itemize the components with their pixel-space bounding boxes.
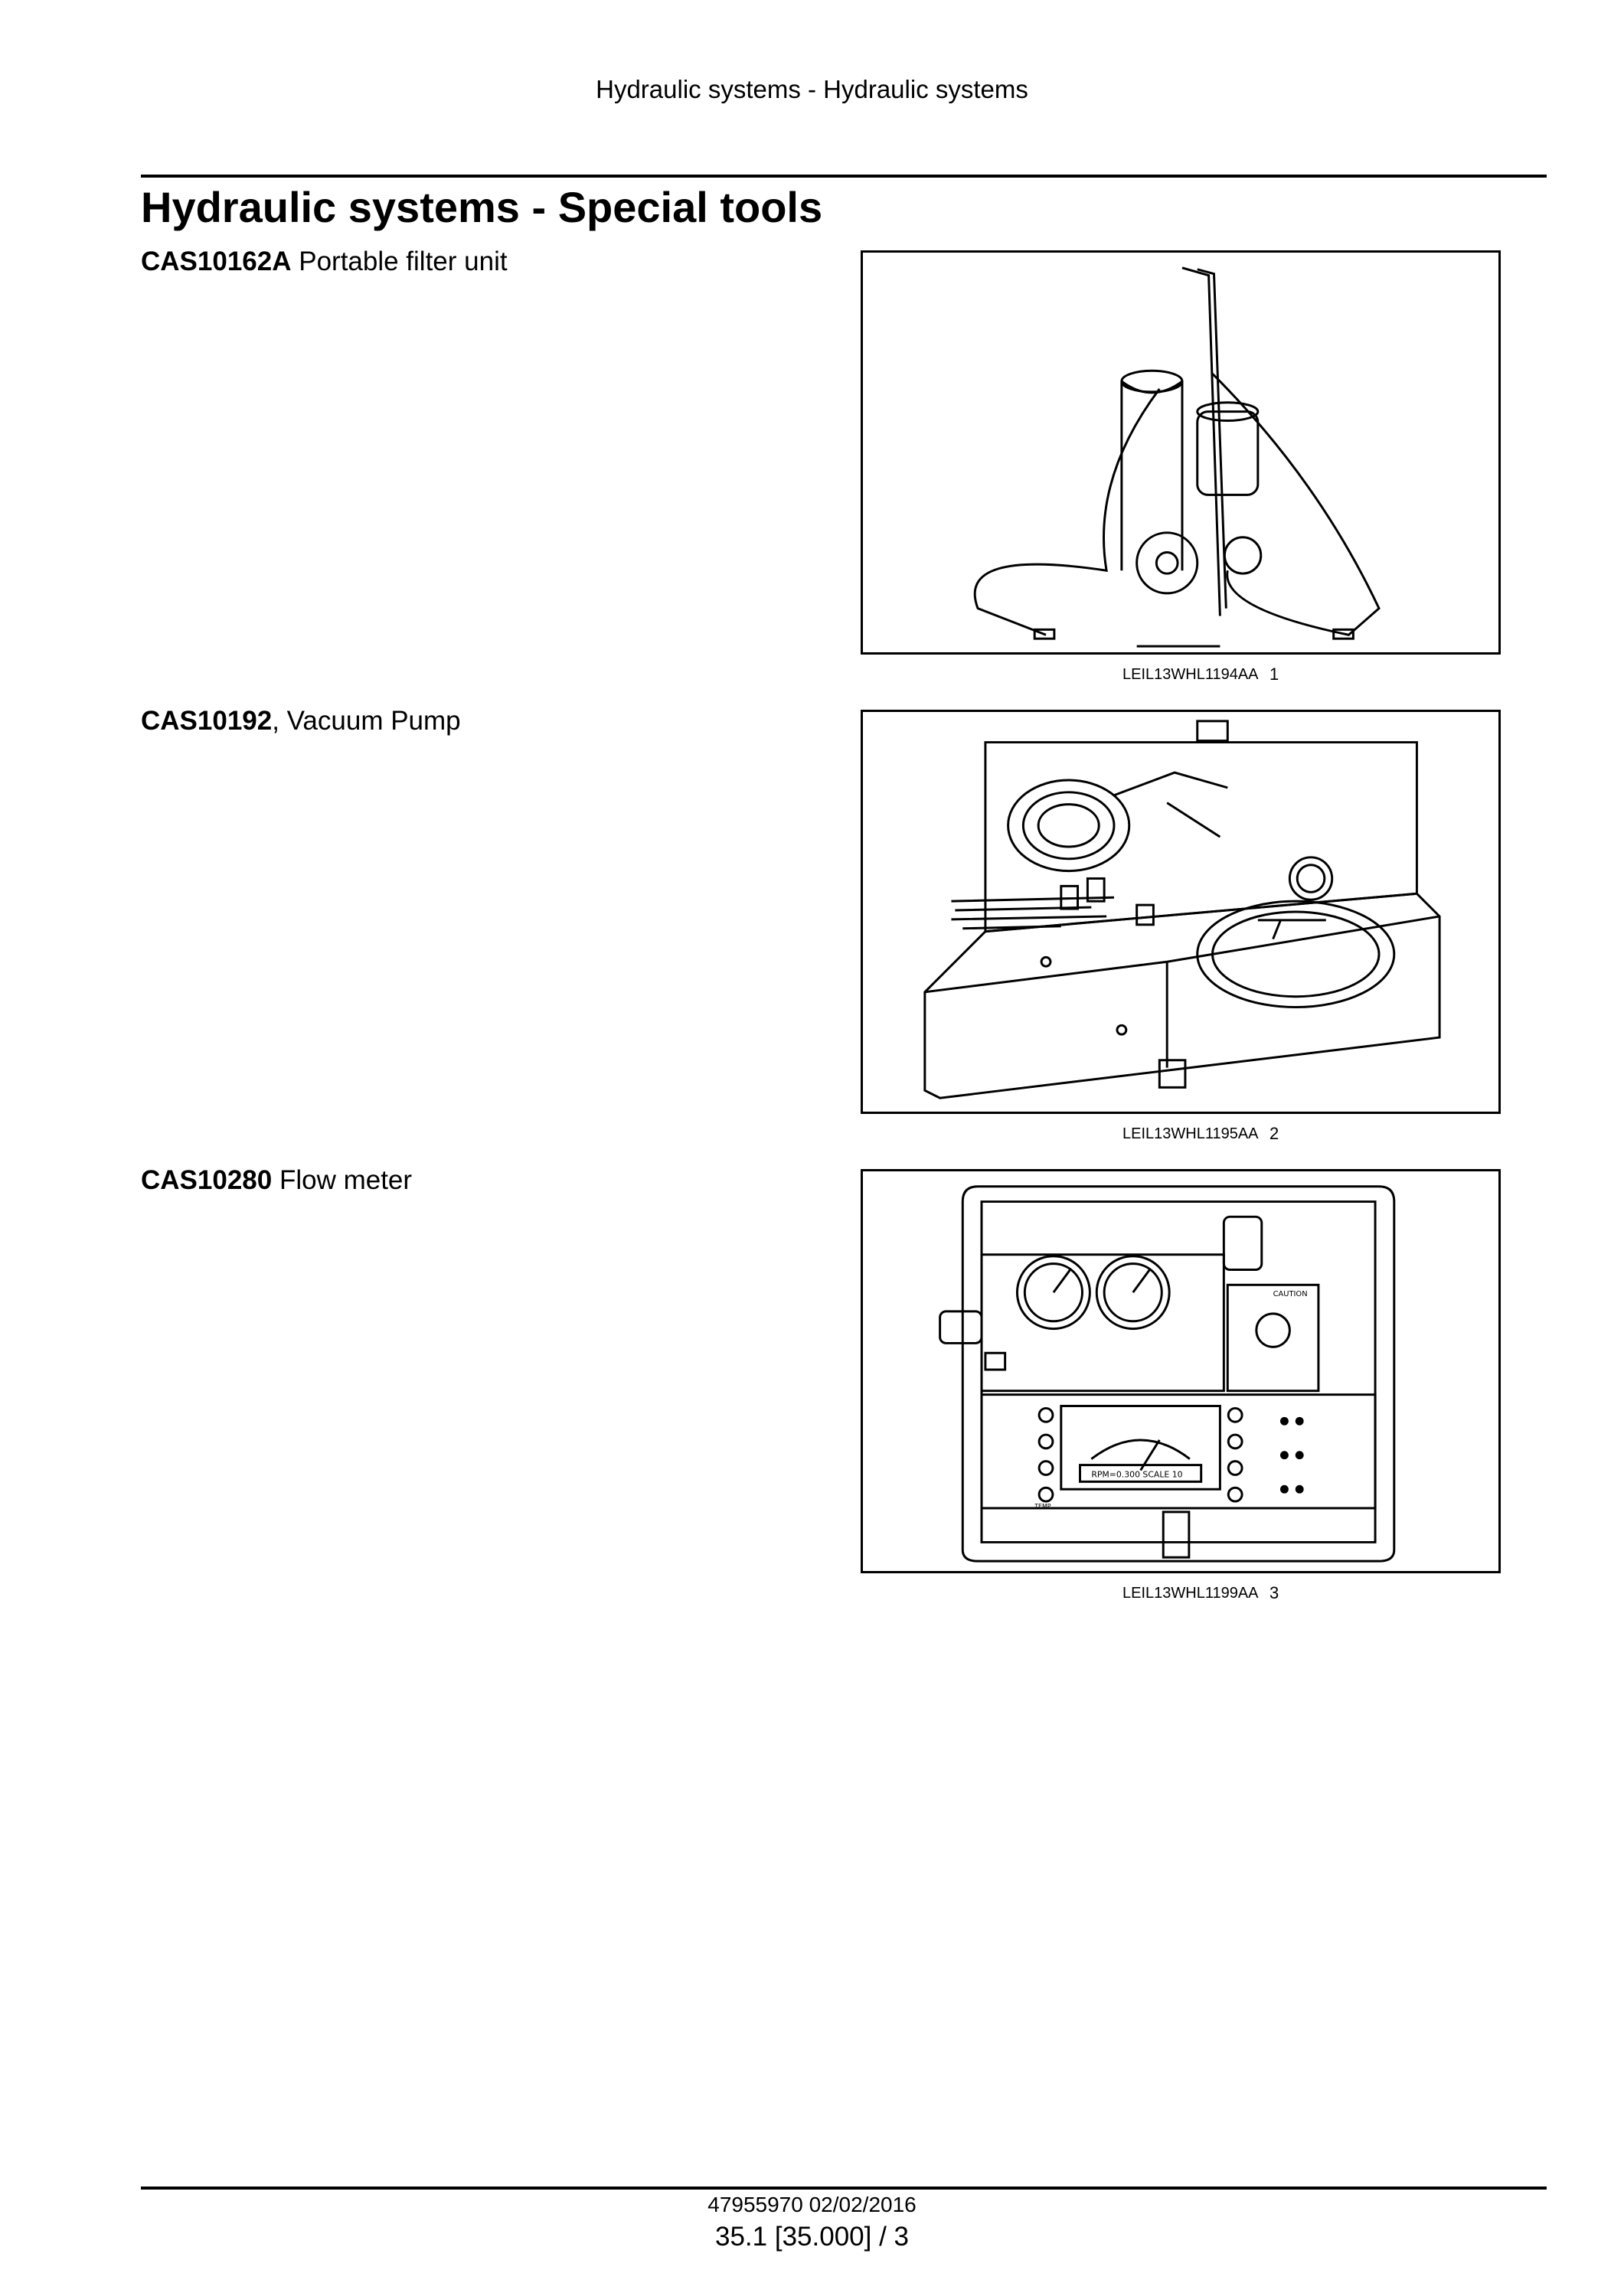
tool-label-flow-meter: CAS10280 Flow meter	[141, 1165, 412, 1196]
tool-name: , Vacuum Pump	[272, 706, 461, 736]
temp-label: TEMP	[1034, 1503, 1051, 1510]
figure-number: 3	[1269, 1583, 1279, 1602]
figure-vacuum-pump	[861, 710, 1501, 1114]
footer-page-ref: 35.1 [35.000] / 3	[715, 2222, 909, 2252]
tool-name: Portable filter unit	[291, 247, 508, 276]
flow-meter-illustration: CAUTION RPM=0.300 SCALE 10 TEMP	[939, 1185, 1396, 1563]
figure-number: 1	[1269, 665, 1279, 684]
tool-code: CAS10162A	[141, 247, 292, 276]
caution-label: CAUTION	[1273, 1290, 1308, 1298]
figure-ref: LEIL13WHL1194AA	[1122, 666, 1259, 683]
scale-label: RPM=0.300 SCALE 10	[1091, 1469, 1182, 1479]
figure-ref: LEIL13WHL1199AA	[1122, 1585, 1259, 1602]
tool-code: CAS10280	[141, 1165, 273, 1195]
footer-rule	[141, 2187, 1547, 2190]
figure-flow-meter: CAUTION RPM=0.300 SCALE 10 TEMP	[861, 1169, 1501, 1573]
figure-portable-filter-unit	[861, 250, 1501, 655]
tool-label-filter-unit: CAS10162A Portable filter unit	[141, 247, 508, 277]
page-title: Hydraulic systems - Special tools	[141, 183, 823, 231]
tool-label-vacuum-pump: CAS10192, Vacuum Pump	[141, 706, 461, 736]
portable-filter-unit-illustration	[973, 266, 1381, 648]
footer-doc-date: 47955970 02/02/2016	[707, 2193, 917, 2216]
figure-number: 2	[1269, 1124, 1279, 1143]
figure-ref: LEIL13WHL1195AA	[1122, 1125, 1259, 1142]
tool-name: Flow meter	[272, 1165, 413, 1195]
tool-code: CAS10192	[141, 706, 273, 736]
running-header: Hydraulic systems - Hydraulic systems	[596, 75, 1028, 103]
header-rule	[141, 175, 1547, 178]
vacuum-pump-kit-illustration	[923, 720, 1441, 1099]
